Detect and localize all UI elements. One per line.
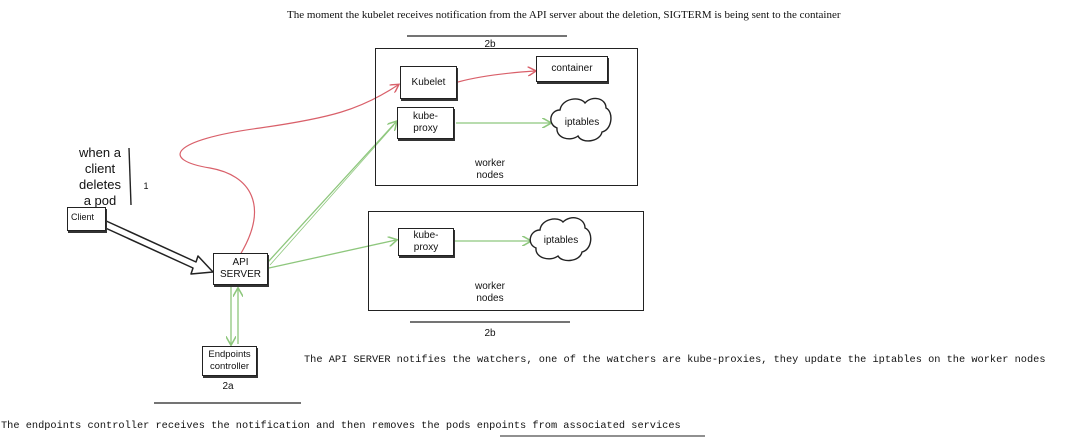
endpoints-controller-line1: Endpoints: [208, 349, 251, 360]
step-2b-top-label: 2b: [484, 39, 496, 50]
step-1-label: 1: [143, 181, 149, 191]
client-node: Client: [67, 207, 106, 231]
container-node: container: [536, 56, 608, 82]
kube-proxy-1-line2: proxy: [413, 123, 438, 134]
kube-proxy-node-2: kube- proxy: [398, 228, 454, 256]
step-2a-label: 2a: [222, 381, 234, 392]
iptables-2-label: iptables: [543, 235, 579, 246]
worker-nodes-label-2: worker nodes: [462, 281, 518, 305]
client-note-line4: a pod: [83, 193, 117, 208]
kube-proxy-2-line2: proxy: [413, 242, 439, 253]
api-server-line1: API: [232, 257, 249, 268]
client-to-api-arrow: [100, 219, 214, 275]
kubelet-to-container-flow: [457, 71, 535, 83]
endpoints-controller-node: Endpoints controller: [202, 346, 257, 376]
worker-nodes-label-1-line1: worker: [474, 158, 505, 169]
api-to-kubeproxy-1-flow: [267, 122, 396, 263]
api-server-line2: SERVER: [220, 269, 261, 280]
kubelet-node: Kubelet: [400, 66, 457, 99]
kube-proxy-node-1: kube- proxy: [397, 107, 454, 139]
worker-nodes-label-2-line1: worker: [474, 281, 505, 292]
client-label: Client: [71, 212, 95, 222]
api-server-node: API SERVER: [213, 253, 268, 285]
iptables-2-cloud: [529, 217, 592, 262]
client-delete-note: when a client deletes a pod: [70, 145, 130, 209]
endpoints-controller-note: The endpoints controller receives the no…: [1, 420, 681, 432]
container-label: container: [551, 63, 593, 74]
note-bracket: [128, 147, 132, 206]
endpoints-controller-line2: controller: [209, 361, 250, 372]
diagram-title: The moment the kubelet receives notifica…: [287, 9, 841, 21]
kube-proxy-1-line1: kube-: [412, 111, 438, 122]
kubelet-label: Kubelet: [411, 76, 446, 88]
iptables-1-cloud: [550, 97, 612, 142]
kube-proxy-2-line1: kube-: [413, 230, 439, 241]
worker-nodes-label-1-line2: nodes: [476, 170, 504, 181]
api-to-kubeproxy-2-flow: [268, 240, 396, 269]
worker-node-frame-1: [375, 48, 638, 186]
client-note-line2: client: [84, 161, 116, 176]
worker-nodes-label-1: worker nodes: [462, 158, 518, 182]
api-server-note: The API SERVER notifies the watchers, on…: [304, 354, 1046, 366]
client-note-line3: deletes: [79, 177, 121, 192]
iptables-1-label: iptables: [564, 117, 600, 128]
worker-node-frame-2: [368, 211, 644, 311]
api-to-kubelet-flow: [179, 85, 398, 256]
worker-nodes-label-2-line2: nodes: [476, 293, 504, 304]
client-note-line1: when a: [79, 145, 121, 160]
step-2b-bottom-label: 2b: [484, 328, 496, 339]
